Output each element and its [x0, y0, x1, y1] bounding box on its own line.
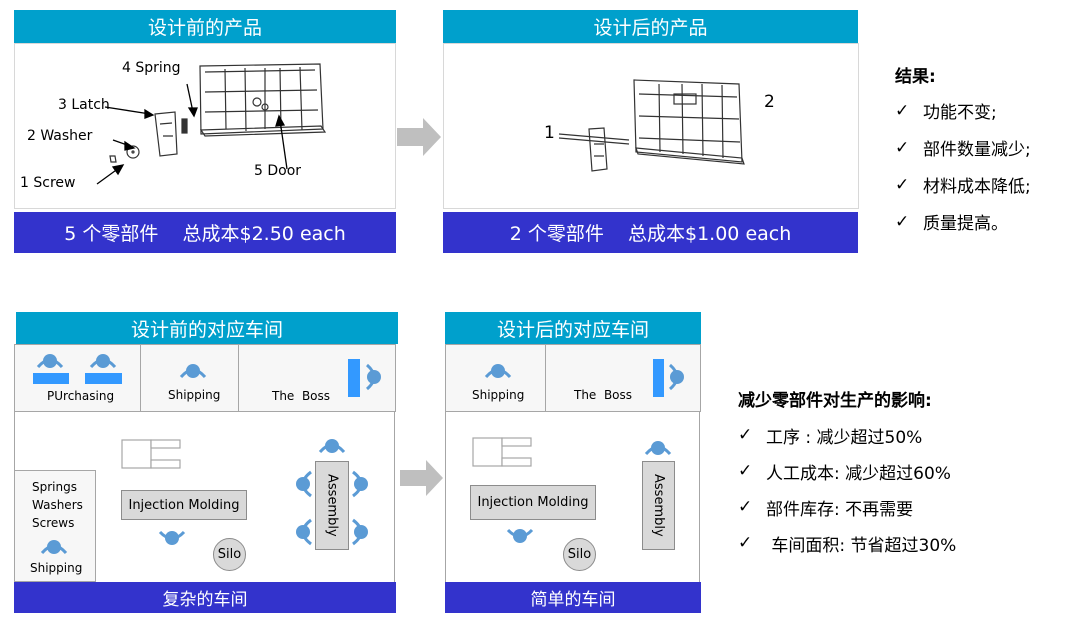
stock-screws: Screws: [32, 516, 75, 530]
results-item: ✓ 功能不变;: [895, 92, 1031, 129]
person-icon: [318, 439, 346, 454]
results-item: ✓ 材料成本降低;: [895, 166, 1031, 203]
person-icon: [158, 530, 186, 545]
before-product-header: 设计前的产品: [14, 10, 396, 43]
desk-icon: [653, 359, 664, 397]
desk-icon: [33, 373, 69, 384]
workbench-icon: [121, 439, 181, 469]
stock-springs: Springs: [32, 480, 77, 494]
after-workshop-footer: 简单的车间: [445, 582, 701, 613]
check-icon: ✓: [738, 533, 753, 553]
person-icon: [296, 470, 312, 498]
person-icon: [40, 540, 68, 555]
impact-item-text: 工序 : 减少超过50%: [766, 427, 923, 448]
assembly-station: Assembly: [642, 461, 675, 550]
results-item-text: 质量提高。: [923, 214, 1008, 234]
check-icon: ✓: [738, 461, 753, 481]
label-latch: 3 Latch: [58, 97, 110, 113]
check-icon: ✓: [895, 211, 910, 232]
person-icon: [352, 518, 368, 546]
person-icon: [296, 518, 312, 546]
boss-label: The Boss: [272, 389, 331, 403]
assembly-label: Assembly: [324, 474, 340, 537]
impact-list: ✓ 工序 : 减少超过50% ✓ 人工成本: 减少超过60% ✓ 部件库存: 不再需要…: [738, 417, 956, 561]
parts-drawing: [96, 63, 327, 185]
after-product-header: 设计后的产品: [443, 10, 858, 43]
impact-item: ✓ 部件库存: 不再需要: [738, 489, 956, 525]
impact-item: ✓ 工序 : 减少超过50%: [738, 417, 956, 453]
injection-molding-label: Injection Molding: [128, 497, 240, 513]
arrow-right-icon: [397, 118, 441, 156]
injection-molding-machine: Injection Molding: [121, 490, 247, 520]
before-workshop-floor: PUrchasing Shipping The Boss Springs Was…: [14, 344, 396, 583]
silo-label: Silo: [567, 547, 592, 562]
before-workshop-header: 设计前的对应车间: [16, 312, 398, 344]
label-part-2: 2: [764, 92, 775, 112]
parts-drawing-after: [558, 79, 745, 172]
check-icon: ✓: [895, 137, 910, 158]
silo: Silo: [563, 538, 596, 571]
desk-icon: [348, 359, 360, 397]
impact-item-text: 部件库存: 不再需要: [766, 499, 914, 520]
injection-molding-machine: Injection Molding: [470, 485, 596, 520]
person-icon: [644, 441, 672, 456]
after-workshop-header: 设计后的对应车间: [445, 312, 701, 344]
purchasing-label: PUrchasing: [47, 389, 115, 403]
impact-title: 减少零部件对生产的影响:: [738, 391, 932, 411]
person-icon: [365, 363, 381, 391]
check-icon: ✓: [895, 100, 910, 121]
impact-item: ✓ 人工成本: 减少超过60%: [738, 453, 956, 489]
label-spring: 4 Spring: [122, 60, 181, 76]
results-item-text: 材料成本降低;: [923, 177, 1031, 197]
check-icon: ✓: [895, 174, 910, 195]
label-door: 5 Door: [254, 163, 302, 179]
person-icon: [89, 354, 117, 369]
check-icon: ✓: [738, 425, 753, 445]
results-item: ✓ 质量提高。: [895, 203, 1031, 240]
before-workshop-footer: 复杂的车间: [14, 582, 396, 613]
boss-label: The Boss: [574, 388, 633, 402]
shipping-area: [445, 344, 546, 412]
before-product-image: 4 Spring 3 Latch 2 Washer 1 Screw 5 Door: [14, 43, 396, 209]
results-item-text: 部件数量减少;: [923, 140, 1031, 160]
stock-area: [14, 470, 96, 582]
person-icon: [352, 470, 368, 498]
after-product-image: 1 2: [443, 43, 859, 209]
label-screw: 1 Screw: [20, 175, 76, 191]
results-item-text: 功能不变;: [923, 103, 997, 123]
results-list: ✓ 功能不变; ✓ 部件数量减少; ✓ 材料成本降低; ✓ 质量提高。: [895, 92, 1031, 240]
silo-label: Silo: [217, 547, 242, 562]
label-part-1: 1: [544, 123, 555, 143]
person-icon: [506, 528, 534, 543]
arrow-right-icon: [400, 460, 443, 496]
person-icon: [484, 364, 512, 379]
before-product-footer: 5 个零部件 总成本$2.50 each: [14, 212, 396, 253]
person-icon: [36, 354, 64, 369]
assembly-label: Assembly: [651, 474, 666, 537]
shipping-label: Shipping: [168, 388, 221, 402]
label-washer: 2 Washer: [27, 128, 93, 144]
assembly-station: Assembly: [315, 461, 349, 550]
impact-item: ✓ 车间面积: 节省超过30%: [738, 525, 956, 561]
check-icon: ✓: [738, 497, 753, 517]
shipping-label: Shipping: [472, 388, 525, 402]
workbench-icon: [472, 437, 532, 467]
person-icon: [668, 363, 684, 391]
results-item: ✓ 部件数量减少;: [895, 129, 1031, 166]
results-title: 结果:: [895, 67, 936, 87]
before-workshop-layout: [33, 354, 381, 555]
after-product-footer: 2 个零部件 总成本$1.00 each: [443, 212, 858, 253]
silo: Silo: [213, 538, 246, 571]
person-icon: [179, 364, 207, 379]
stock-shipping-label: Shipping: [30, 561, 83, 575]
injection-molding-label: Injection Molding: [477, 495, 589, 510]
impact-item-text: 人工成本: 减少超过60%: [766, 463, 951, 484]
desk-icon: [85, 373, 122, 384]
after-workshop-layout: [472, 359, 684, 543]
shipping-area: [140, 344, 239, 412]
impact-item-text: 车间面积: 节省超过30%: [766, 535, 957, 556]
stock-washers: Washers: [32, 498, 83, 512]
after-workshop-floor: Shipping The Boss Injection Molding Silo…: [445, 344, 701, 583]
